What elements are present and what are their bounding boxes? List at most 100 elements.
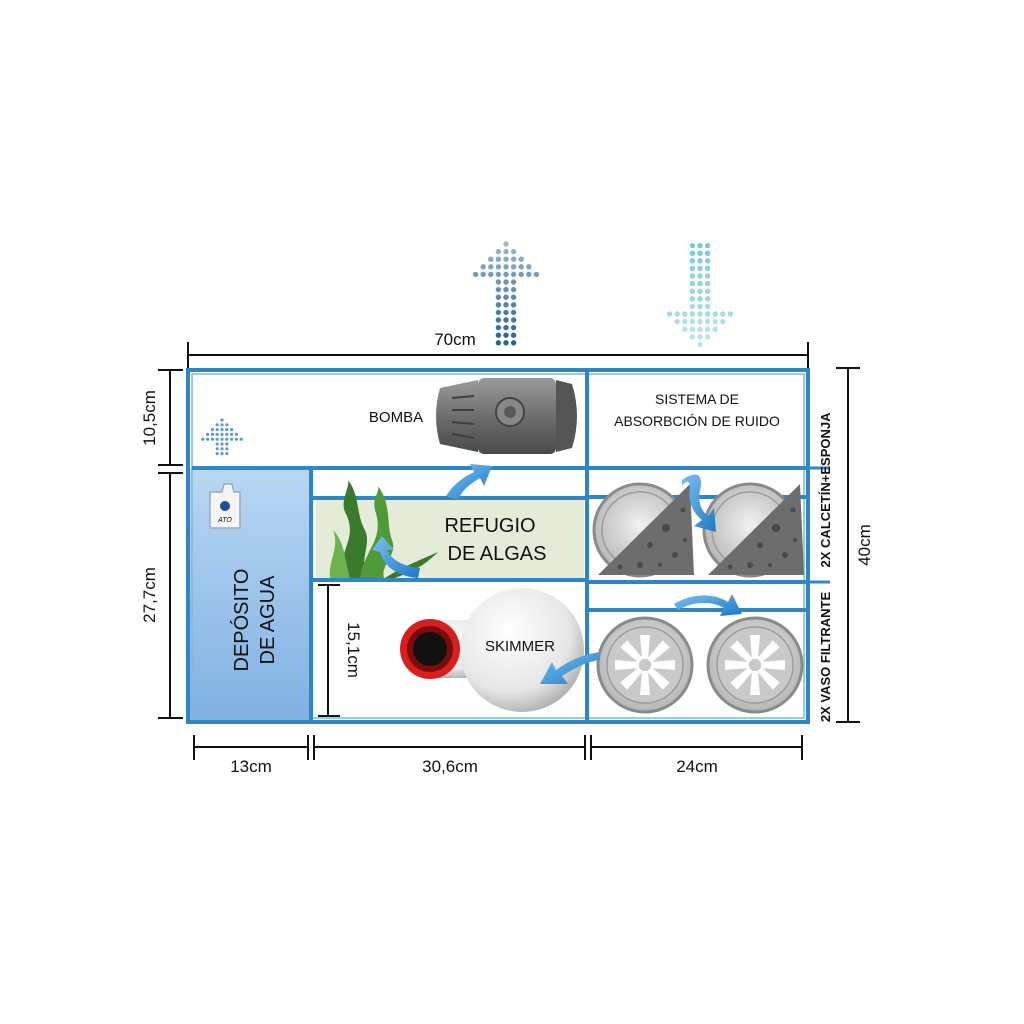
reservoir-label-line1: DEPÓSITO (230, 569, 253, 672)
arrow-dot (704, 242, 711, 249)
noise-system-label-line2: ABSORBCIÓN DE RUIDO (614, 413, 780, 429)
arrow-dot (712, 326, 718, 332)
arrow-dot (697, 265, 703, 272)
refugium-label-line1: REFUGIO (444, 515, 535, 537)
arrow-dot (697, 341, 703, 348)
arrow-dot (495, 294, 502, 300)
arrow-dot (215, 437, 219, 441)
arrow-dot (518, 271, 524, 278)
flow-arrow-skimmer-icon (540, 652, 600, 684)
dim-middle-width: 30,6cm (422, 757, 478, 776)
refugium-label-line2: DE ALGAS (448, 543, 547, 565)
arrow-dot (689, 311, 696, 317)
arrow-dot (495, 302, 502, 308)
filter-sock-right-icon (702, 482, 804, 578)
arrow-dot (206, 437, 210, 441)
arrow-dot (495, 286, 502, 293)
arrow-dot (689, 265, 696, 272)
arrow-dot (689, 280, 696, 287)
arrow-dot (510, 332, 517, 338)
arrow-dot (225, 442, 229, 446)
arrow-dot (704, 303, 711, 310)
arrow-dot (697, 273, 703, 279)
arrow-dot (704, 334, 711, 340)
flow-arrows (372, 464, 742, 684)
ato-sensor-icon: ATO (209, 483, 241, 529)
arrow-dot (712, 311, 718, 317)
arrow-dot (234, 437, 238, 441)
arrow-dot (220, 452, 224, 456)
arrow-dot (480, 271, 486, 278)
dimension-lines (158, 342, 860, 760)
arrow-dot (220, 428, 224, 432)
arrow-dot (210, 432, 214, 436)
arrow-dot (689, 318, 696, 325)
arrow-dot (206, 432, 210, 436)
arrow-dot (503, 256, 509, 262)
arrow-dot (697, 311, 703, 317)
arrow-dot (689, 258, 696, 264)
arrow-dot (503, 324, 509, 331)
arrow-dot (488, 264, 494, 270)
reservoir-label-line2: DE AGUA (257, 575, 279, 665)
arrow-dot (689, 273, 696, 279)
filter-cup-left-icon (596, 616, 694, 714)
arrow-dot (503, 264, 509, 270)
arrow-dot (689, 334, 696, 340)
arrow-dot (533, 271, 540, 278)
arrow-dot (503, 248, 509, 255)
arrow-dot (720, 311, 726, 317)
arrow-dot (526, 271, 532, 278)
arrow-dot (510, 279, 517, 285)
arrow-dot (510, 340, 517, 346)
arrow-dot (220, 447, 224, 451)
arrow-dot (727, 311, 734, 317)
arrow-dot (704, 288, 711, 294)
arrow-dot (215, 428, 219, 432)
arrow-dot (704, 318, 711, 325)
water-in-arrow-icon (666, 242, 734, 348)
arrow-dot (510, 324, 517, 331)
arrow-dot (503, 340, 509, 346)
arrow-dot (704, 258, 711, 264)
arrow-dot (704, 326, 711, 332)
water-out-arrow-icon (472, 241, 540, 346)
arrow-dot (230, 428, 234, 432)
arrow-dot (510, 309, 517, 316)
arrow-dot (225, 423, 229, 427)
arrow-dot (704, 250, 711, 256)
arrow-dot (495, 248, 502, 255)
arrow-dot (220, 432, 224, 436)
dim-reservoir-width: 13cm (230, 757, 272, 776)
flow-arrow-refugium-up-icon (372, 536, 420, 578)
arrow-dot (697, 288, 703, 294)
filter-cup-right-icon (706, 616, 804, 714)
arrow-dot (495, 317, 502, 323)
arrow-dot (510, 271, 517, 278)
arrow-dot (201, 437, 205, 441)
flow-arrow-refugium-pump-icon (446, 464, 492, 500)
arrow-dot (697, 258, 703, 264)
arrow-dot (230, 437, 234, 441)
arrow-dot (225, 437, 229, 441)
flow-arrow-sock-down-icon (682, 474, 716, 532)
arrow-dot (503, 241, 509, 247)
arrow-dot (225, 447, 229, 451)
arrow-dot (682, 326, 688, 332)
arrow-dot (697, 250, 703, 256)
arrow-dot (503, 302, 509, 308)
arrow-dot (215, 447, 219, 451)
arrow-dot (682, 318, 688, 325)
dim-total-height: 40cm (855, 524, 874, 566)
arrow-dot (689, 296, 696, 302)
dim-lower-height: 27,7cm (140, 567, 159, 623)
arrow-dot (215, 452, 219, 456)
arrow-dot (495, 279, 502, 285)
dim-inner-height: 15,1cm (344, 622, 363, 678)
arrow-dot (697, 318, 703, 325)
arrow-dot (674, 318, 680, 325)
flow-arrow-cups-icon (674, 594, 742, 616)
pump-icon (436, 378, 577, 454)
arrow-dot (503, 332, 509, 338)
